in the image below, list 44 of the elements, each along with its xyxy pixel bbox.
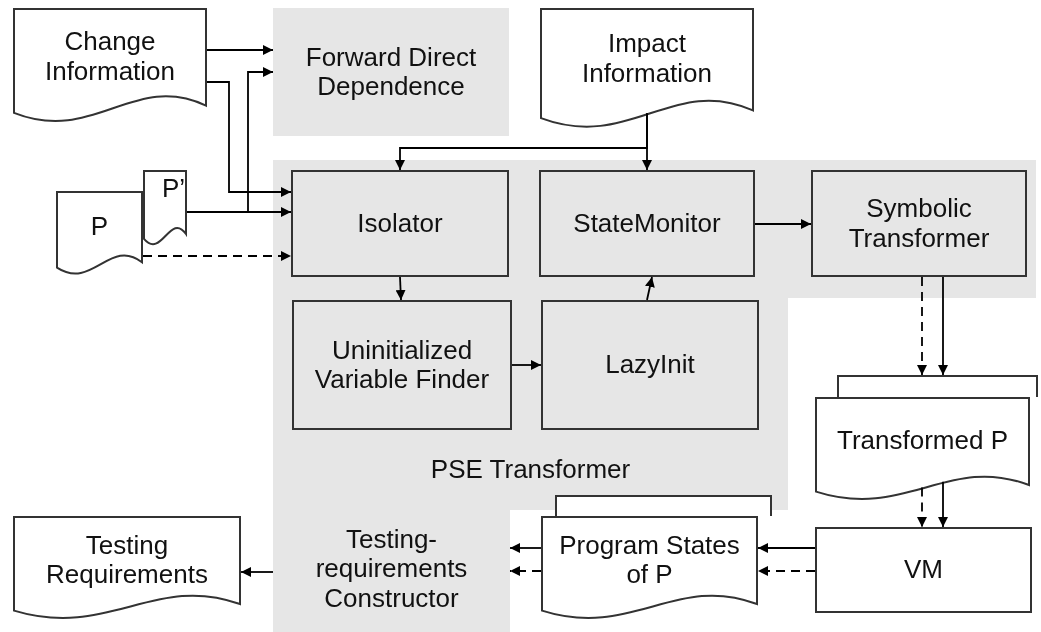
- node-label: Symbolic Transformer: [847, 194, 991, 253]
- node-label: PSE Transformer: [430, 454, 631, 484]
- arrow: [917, 486, 927, 528]
- arrow: [509, 543, 542, 553]
- arrow: [757, 566, 816, 576]
- arrow: [754, 219, 812, 229]
- document-shape: [555, 495, 772, 516]
- arrow: [511, 360, 542, 370]
- node-label: Forward Direct Dependence: [304, 42, 478, 102]
- arrow: [395, 276, 406, 301]
- group-panel: [273, 160, 788, 510]
- node-label: P: [90, 212, 109, 242]
- node-label: Isolator: [357, 208, 443, 239]
- arrow: [206, 81, 292, 197]
- arrow: [938, 480, 948, 528]
- arrow: [206, 45, 274, 55]
- node-label: Transformed P: [837, 426, 1008, 456]
- arrow: [645, 276, 655, 301]
- process-box: [291, 170, 509, 277]
- process-box: [541, 300, 759, 430]
- arrow: [938, 276, 948, 376]
- node-label: Program States of P: [558, 530, 741, 590]
- node-label: Testing Requirements: [45, 530, 209, 590]
- node-label: Testing-requirements Constructor: [314, 525, 469, 613]
- arrow: [757, 543, 816, 553]
- arrow: [186, 207, 292, 217]
- document-shape: [837, 375, 1038, 397]
- process-box: [815, 527, 1032, 613]
- node-label: LazyInit: [605, 350, 695, 380]
- process-box: [539, 170, 755, 277]
- arrow: [509, 566, 542, 576]
- node-label: Impact Information: [580, 29, 714, 88]
- node-label: Change Information: [43, 27, 177, 86]
- arrow: [917, 276, 927, 376]
- arrow: [642, 112, 652, 171]
- node-label: Uninitialized Variable Finder: [313, 335, 491, 395]
- node-label: VM: [904, 555, 943, 585]
- process-box: [273, 8, 509, 136]
- arrow: [142, 251, 292, 261]
- node-label: P’: [161, 174, 185, 204]
- node-label: StateMonitor: [573, 208, 721, 239]
- process-box: [811, 170, 1027, 277]
- process-box: [292, 300, 512, 430]
- arrow: [240, 567, 274, 577]
